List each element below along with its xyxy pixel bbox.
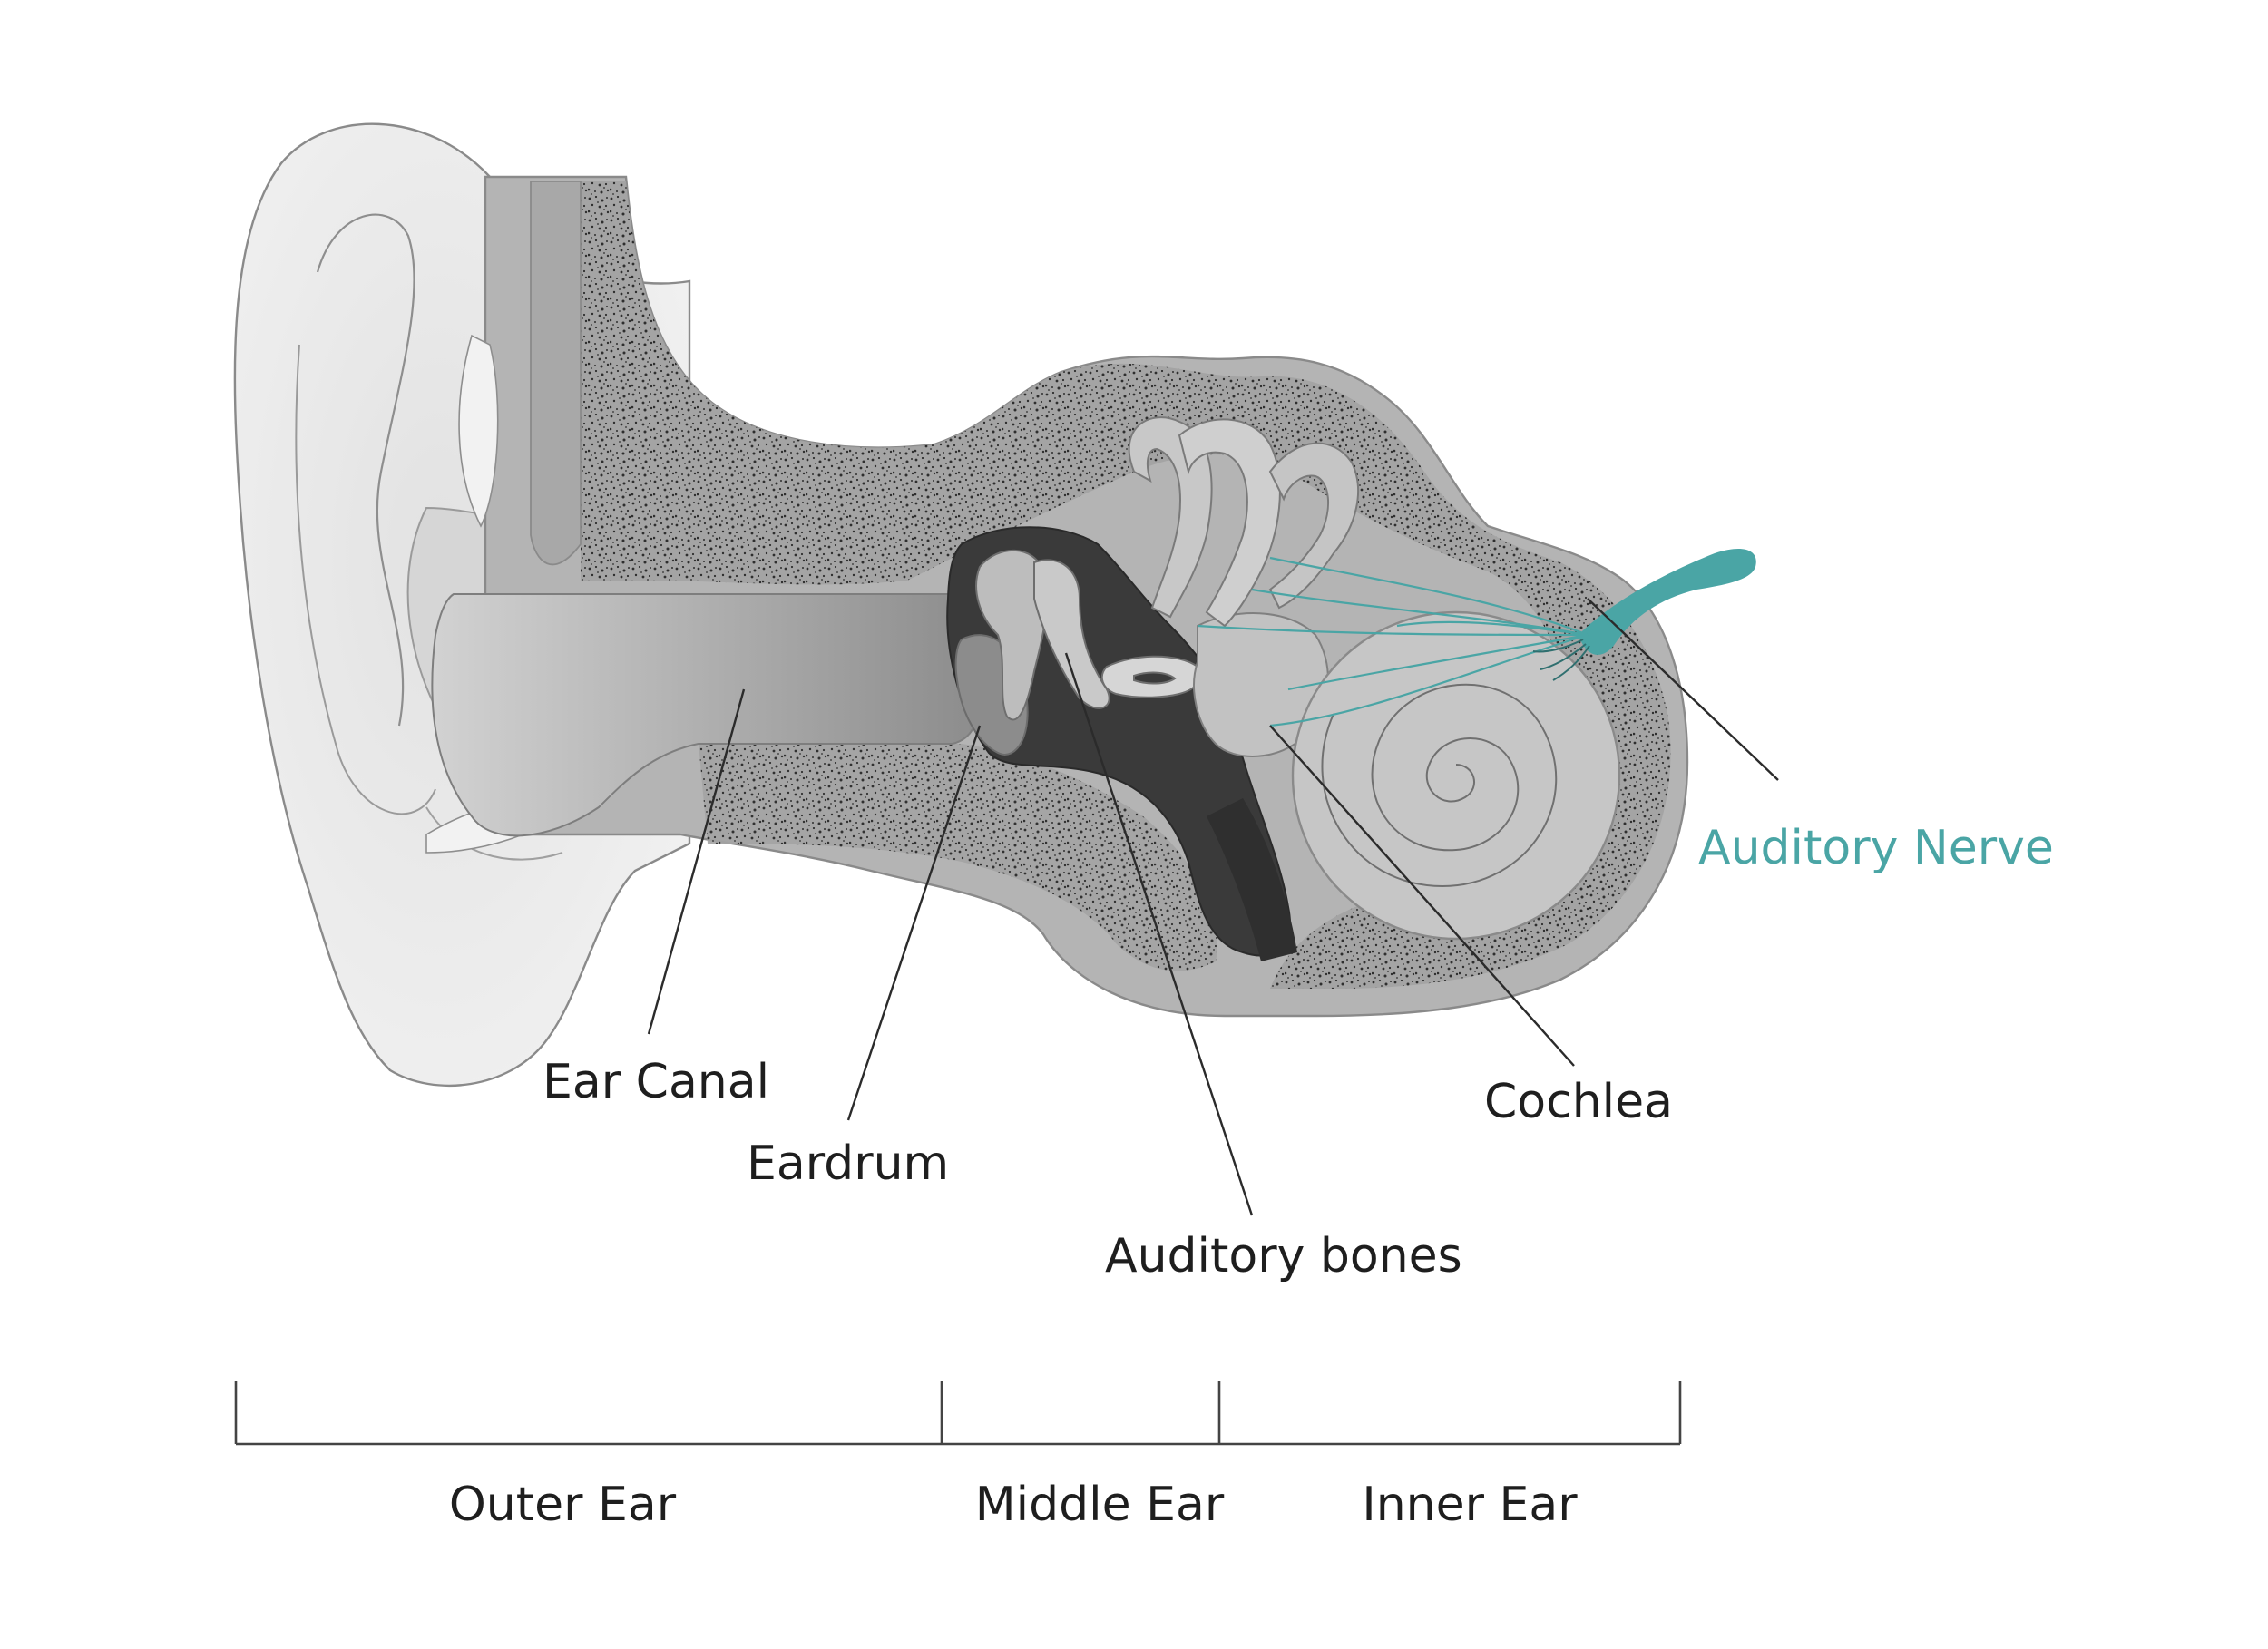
ear-lobe-fold <box>425 806 563 861</box>
ossicles <box>975 549 1202 721</box>
nerve-roots <box>1532 639 1590 681</box>
nerve-fibers <box>1197 556 1589 727</box>
label-eardrum: Eardrum <box>747 1137 949 1191</box>
cochlea-spiral <box>1321 683 1558 888</box>
label-auditory-nerve: Auditory Nerve <box>1698 821 2054 875</box>
label-cochlea: Cochlea <box>1484 1075 1673 1129</box>
label-ear-canal: Ear Canal <box>543 1055 769 1109</box>
lower-bone-speckle <box>699 744 1217 971</box>
helix-fold <box>316 213 415 727</box>
malleus <box>975 549 1049 721</box>
antihelix-fold <box>295 344 436 815</box>
upper-bone-speckle <box>581 181 1671 989</box>
auditory-nerve <box>1197 549 1756 727</box>
leader-eardrum <box>846 725 982 1121</box>
semicircular-canal-2 <box>1178 418 1281 628</box>
leader-auditory-nerve <box>1587 598 1779 781</box>
section-bracket <box>234 1381 1682 1446</box>
inner-ear <box>1128 416 1621 941</box>
leader-ear-canal <box>647 688 746 1035</box>
label-inner-ear: Inner Ear <box>1362 1478 1578 1532</box>
nerve-trunk <box>1579 549 1756 655</box>
label-auditory-bones: Auditory bones <box>1105 1229 1462 1283</box>
label-outer-ear: Outer Ear <box>449 1478 677 1532</box>
stapes <box>1100 655 1202 698</box>
semicircular-canal-3 <box>1268 442 1359 610</box>
leader-auditory-bones <box>1064 652 1254 1216</box>
leader-cochlea <box>1269 725 1575 1067</box>
cartilage-highlight-upper <box>458 334 499 528</box>
label-middle-ear: Middle Ear <box>975 1478 1225 1532</box>
eustachian-tube <box>1207 798 1297 961</box>
cartilage-band <box>530 181 582 566</box>
cochlea-body <box>1291 610 1621 941</box>
